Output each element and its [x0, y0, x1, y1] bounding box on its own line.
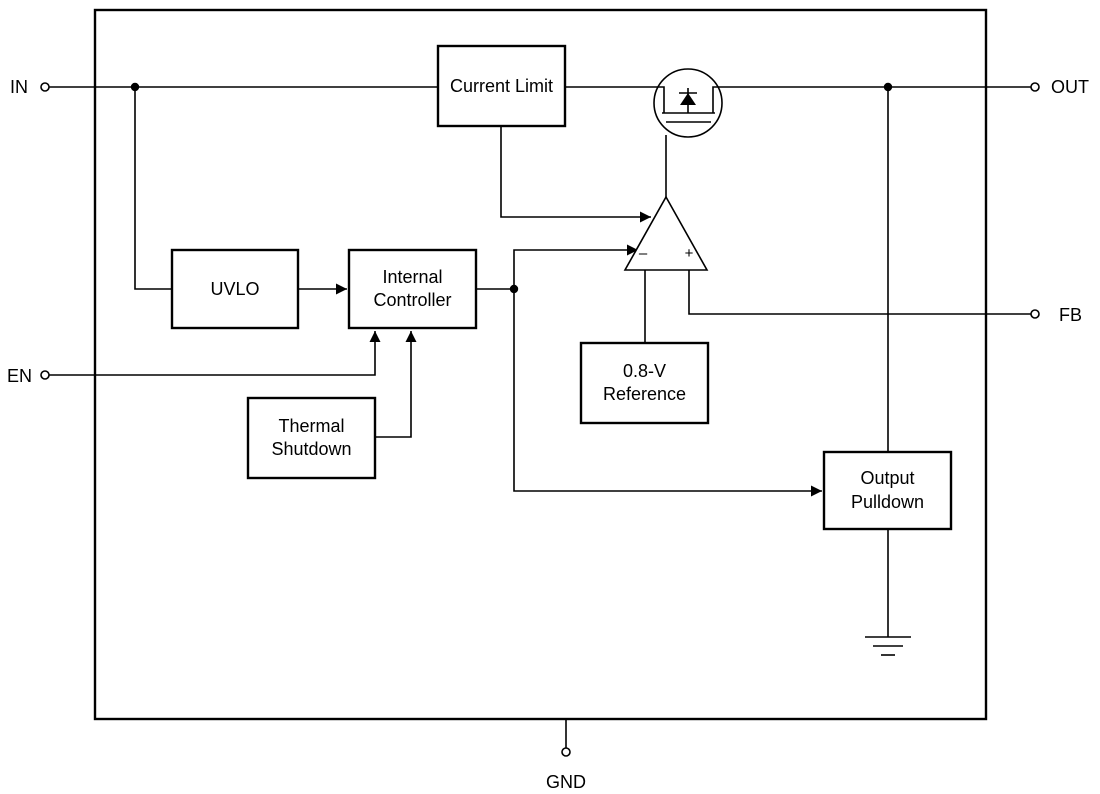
in-pin-label: IN — [10, 77, 28, 97]
reference-label-line2: Reference — [603, 384, 686, 404]
in-to-uvlo-wire — [134, 87, 172, 290]
pmos-transistor-icon — [653, 68, 723, 138]
current-limit-to-amp-wire — [500, 127, 651, 223]
internal-controller-label-line2: Controller — [373, 290, 451, 310]
out-pin — [1030, 82, 1040, 92]
gnd-pin — [561, 747, 571, 757]
en-pin — [40, 370, 50, 380]
output-pulldown-label-line1: Output — [860, 468, 914, 488]
device-boundary — [93, 8, 988, 721]
amplifier-icon — [623, 195, 709, 271]
fb-pin — [1030, 309, 1040, 319]
thermal-shutdown-label-line1: Thermal — [278, 416, 344, 436]
thermal-to-controller-wire — [376, 331, 417, 438]
current-limit-label: Current Limit — [450, 76, 553, 96]
output-pulldown-block: Output Pulldown — [822, 450, 953, 531]
reference-block: 0.8-V Reference — [579, 341, 710, 425]
fb-to-amp-wire — [688, 270, 1031, 315]
in-pin — [40, 82, 50, 92]
out-pin-label: OUT — [1051, 77, 1089, 97]
ground-icon — [865, 636, 911, 656]
fb-pin-label: FB — [1059, 305, 1082, 325]
output-pulldown-label-line2: Pulldown — [851, 492, 924, 512]
junction-dot-in — [130, 82, 140, 92]
en-pin-label: EN — [7, 366, 32, 386]
controller-to-amp-wire — [513, 244, 638, 289]
gnd-pin-label: GND — [546, 772, 586, 792]
uvlo-label: UVLO — [210, 279, 259, 299]
thermal-shutdown-label-line2: Shutdown — [271, 439, 351, 459]
reference-label-line1: 0.8-V — [623, 361, 666, 381]
current-limit-block: Current Limit — [436, 44, 567, 128]
thermal-shutdown-block: Thermal Shutdown — [246, 396, 377, 480]
junction-dot-out — [883, 82, 893, 92]
internal-controller-label-line1: Internal — [382, 267, 442, 287]
controller-to-pulldown-wire — [513, 289, 822, 497]
en-to-controller-wire — [49, 331, 381, 376]
amp-inverting-input-label: – — [639, 245, 648, 262]
amp-noninverting-input-label: + — [685, 245, 694, 262]
uvlo-block: UVLO — [170, 248, 300, 330]
junction-dot-controller — [509, 284, 519, 294]
internal-controller-block: Internal Controller — [347, 248, 478, 330]
